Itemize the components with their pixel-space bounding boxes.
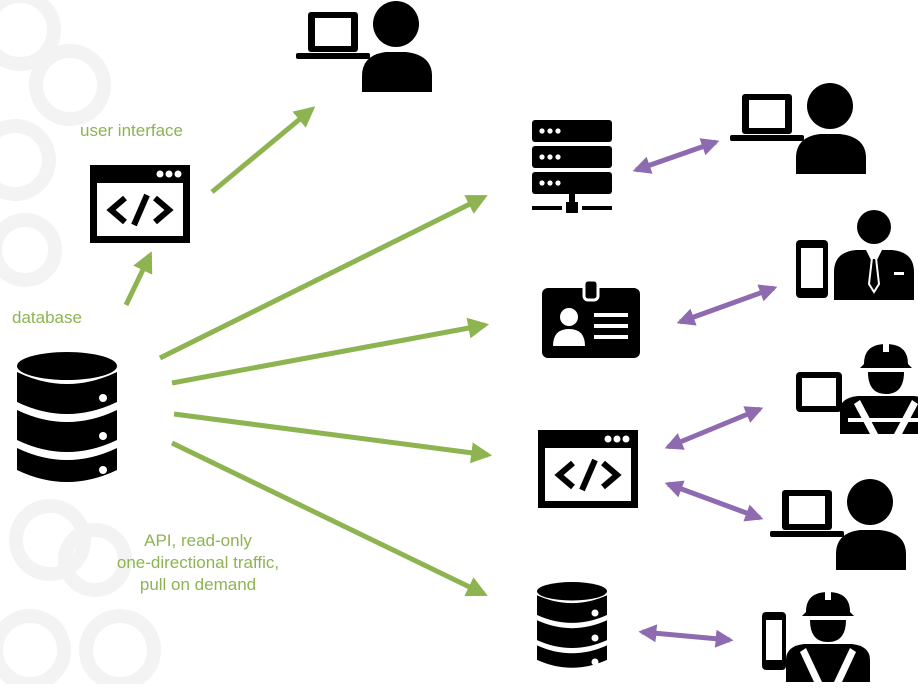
id-badge-icon xyxy=(540,278,642,360)
database-dots xyxy=(99,394,599,666)
arrow-db-phone-worker xyxy=(638,624,734,648)
label-api-line-3: pull on demand xyxy=(139,575,257,594)
label-api-line-1: API, read-only xyxy=(144,531,252,550)
arrow-code-tablet-worker xyxy=(664,406,764,450)
green-arrows xyxy=(123,106,493,597)
code-window-icon xyxy=(90,165,190,243)
phone-worker-icon xyxy=(762,590,870,682)
arrow-db-to-id-badge xyxy=(171,317,490,386)
label-api: API, read-only one-directional traffic, … xyxy=(88,530,308,596)
arrow-db-to-ui xyxy=(123,251,153,307)
purple-arrows xyxy=(632,138,778,648)
label-database: database xyxy=(12,308,82,327)
laptop-user-icon xyxy=(296,1,432,92)
arrow-badge-businessman xyxy=(676,284,778,326)
tablet-worker-icon xyxy=(796,342,918,434)
arrow-db-to-database-small xyxy=(170,440,488,597)
arrow-ui-to-top-user xyxy=(210,106,316,194)
arrow-server-laptop-user xyxy=(632,138,720,174)
label-user-interface: user interface xyxy=(80,121,183,140)
arrow-db-to-code-window xyxy=(173,411,493,464)
server-icon xyxy=(532,120,612,213)
laptop-user-icon xyxy=(770,479,906,570)
arrow-db-to-server xyxy=(158,194,488,361)
code-window-icon xyxy=(538,430,638,508)
arrow-code-laptop-user xyxy=(664,480,764,522)
database-icon xyxy=(17,352,117,482)
label-api-line-2: one-directional traffic, xyxy=(116,553,280,572)
database-small-icon xyxy=(537,582,607,668)
phone-businessman-icon xyxy=(795,209,915,301)
laptop-user-icon xyxy=(730,83,866,174)
